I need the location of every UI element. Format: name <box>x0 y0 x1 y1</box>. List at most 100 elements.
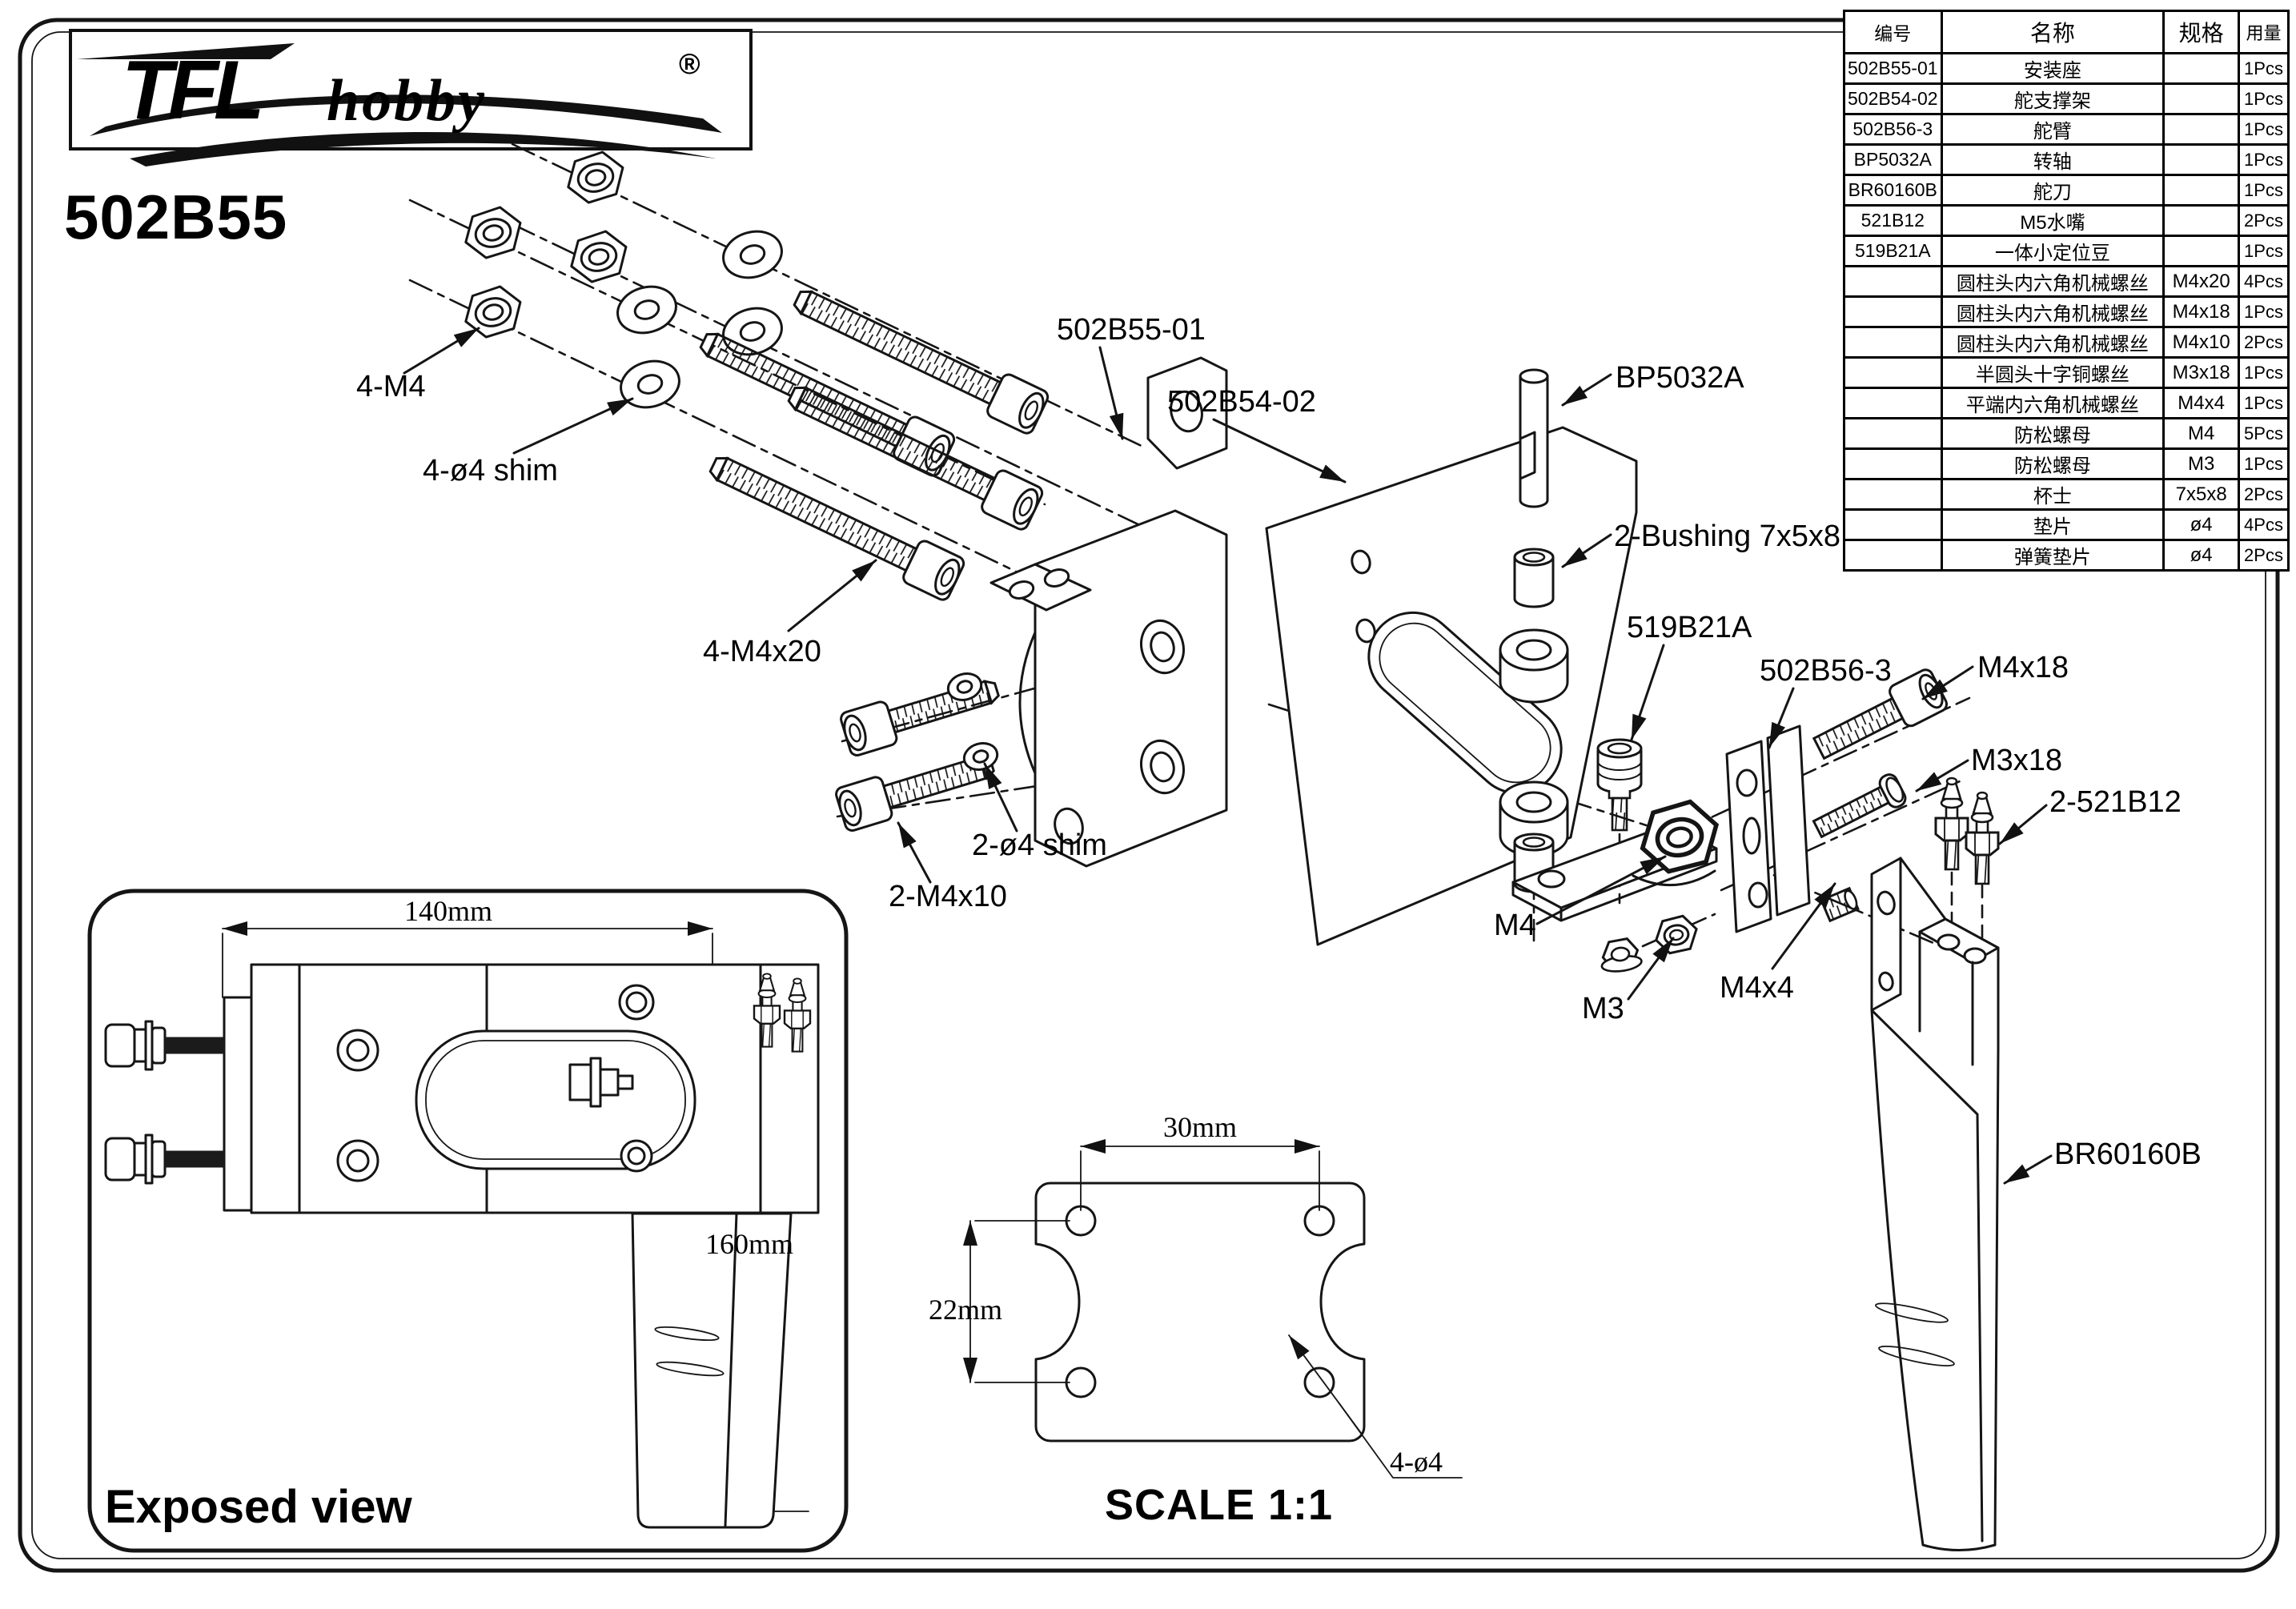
exploded-diagram <box>403 142 2053 1551</box>
part-qty-cell: 1Pcs <box>2237 52 2290 85</box>
part-qty-cell: 1Pcs <box>2237 113 2290 146</box>
logo-main-text: TFL <box>122 44 260 137</box>
part-code-cell <box>1843 295 1943 328</box>
mount-bracket-502B55-01 <box>989 356 1228 868</box>
part-code-cell: 521B12 <box>1843 204 1943 237</box>
part-qty-cell: 2Pcs <box>2237 204 2290 237</box>
part-name-cell: 平端内六角机械螺丝 <box>1940 387 2166 419</box>
part-qty-cell: 1Pcs <box>2237 295 2290 328</box>
logo-swoosh-top <box>90 94 722 136</box>
label-set-screw: M4x4 <box>1720 971 1794 1005</box>
screw-m3x18 <box>1808 770 1909 845</box>
water-nozzle-521B12 <box>1934 776 1969 871</box>
screws-m4x10 <box>833 667 1005 834</box>
dim-30mm <box>1080 1139 1320 1211</box>
logo-swoosh-bottom <box>130 131 716 167</box>
part-code-cell: 502B54-02 <box>1843 82 1943 115</box>
water-nozzle-521B12 <box>1965 791 2000 885</box>
dim-text-140mm: 140mm <box>404 895 492 927</box>
logo-sub-text: hobby <box>327 68 487 134</box>
label-pivot-shaft: BP5032A <box>1616 361 1744 395</box>
hex-nut-icon <box>458 281 528 343</box>
part-qty-cell: 2Pcs <box>2237 539 2290 572</box>
ball-link-519B21A <box>1596 738 1643 832</box>
part-spec-cell <box>2162 235 2240 267</box>
part-qty-cell: 1Pcs <box>2237 356 2290 389</box>
transom-bolt <box>104 1020 225 1071</box>
inner-border <box>31 31 2266 1559</box>
part-code-cell <box>1843 326 1943 359</box>
label-shims4: 4-ø4 shim <box>423 454 558 488</box>
part-code-cell <box>1843 417 1943 450</box>
outer-border <box>18 18 2280 1573</box>
washer-icon <box>611 279 683 341</box>
label-screw-m4x18: M4x18 <box>1977 651 2069 684</box>
label-support-bracket: 502B54-02 <box>1167 385 1316 419</box>
part-qty-cell: 4Pcs <box>2237 508 2290 541</box>
part-spec-cell <box>2162 204 2240 237</box>
exposed-view-title: Exposed view <box>105 1481 412 1533</box>
part-spec-cell <box>2162 52 2240 85</box>
washer-icon <box>716 223 789 286</box>
logo-speed-bar <box>77 43 295 59</box>
washer-icon <box>614 353 686 415</box>
hex-nut-icon <box>560 146 631 208</box>
scale-view-title: SCALE 1:1 <box>1105 1481 1333 1529</box>
label-shims2: 2-ø4 shim <box>972 829 1107 862</box>
part-code-cell <box>1843 539 1943 572</box>
leader-arrows <box>403 327 2053 1185</box>
label-nuts4: 4-M4 <box>356 370 426 403</box>
part-code-cell <box>1843 508 1943 541</box>
dim-text-160mm: 160mm <box>705 1228 793 1260</box>
part-spec-cell: M4x10 <box>2162 326 2240 359</box>
part-name-cell: 安装座 <box>1940 52 2166 85</box>
bushing-7x5x8 <box>1513 548 1555 608</box>
part-qty-cell: 1Pcs <box>2237 174 2290 207</box>
part-name-cell: 圆柱头内六角机械螺丝 <box>1940 265 2166 298</box>
page-frame <box>18 18 2280 1573</box>
label-water-nozzles: 2-521B12 <box>2049 785 2182 819</box>
parts-table-header-row: 编号名称规格用量 <box>1843 10 2290 54</box>
holes-label: 4-ø4 <box>1390 1446 1443 1478</box>
part-name-cell: 半圆头十字铜螺丝 <box>1940 356 2166 389</box>
holes-leader <box>1288 1334 1463 1479</box>
assembled-side-view <box>104 963 820 1529</box>
exposed-view <box>87 889 849 1553</box>
part-qty-cell: 2Pcs <box>2237 326 2290 359</box>
part-qty-cell: 1Pcs <box>2237 235 2290 267</box>
part-name-cell: 防松螺母 <box>1940 447 2166 480</box>
part-name-cell: 防松螺母 <box>1940 417 2166 450</box>
scale-view <box>963 1139 1463 1479</box>
flange-nut-m4 <box>1597 936 1644 975</box>
rudder-blade-BR60160B <box>1870 857 2000 1551</box>
part-code-cell: 519B21A <box>1843 235 1943 267</box>
lock-nut-m3 <box>1652 913 1701 957</box>
part-name-cell: 舵刀 <box>1940 174 2166 207</box>
diagram-labels: 4-M4 4-ø4 shim 4-M4x20 502B55-01 502B54-… <box>356 313 2202 1171</box>
part-code-cell <box>1843 356 1943 389</box>
label-mount-bracket: 502B55-01 <box>1057 313 1206 347</box>
part-spec-cell <box>2162 143 2240 176</box>
part-code-cell <box>1843 387 1943 419</box>
part-code-cell: BP5032A <box>1843 143 1943 176</box>
part-name-cell: 一体小定位豆 <box>1940 235 2166 267</box>
ball-link-side <box>568 1057 634 1108</box>
registered-mark: ® <box>679 47 700 80</box>
part-spec-cell: 7x5x8 <box>2162 478 2240 511</box>
hex-nuts-m4 <box>458 146 634 343</box>
part-code-cell <box>1843 265 1943 298</box>
